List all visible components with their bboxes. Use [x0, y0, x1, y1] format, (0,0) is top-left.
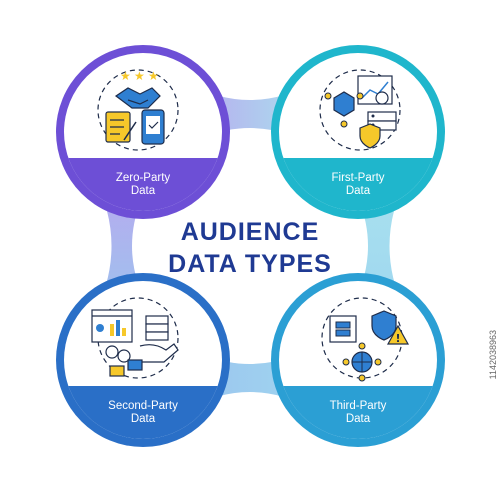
- svg-text:★: ★: [148, 69, 159, 83]
- zero-party-label-line1: Zero-Party: [115, 172, 171, 184]
- third-party-label: Third-Party Data: [288, 400, 428, 426]
- warning-icon: !: [386, 324, 410, 345]
- second-party-label-line1: Second-Party: [108, 400, 178, 412]
- diagram-title-line1: AUDIENCE: [180, 218, 320, 246]
- shield-icon: [359, 123, 381, 149]
- quadrant-third-party: !: [271, 273, 445, 447]
- diagram-title-line2: DATA TYPES: [168, 250, 332, 278]
- stock-watermark-id: 1142038963: [488, 330, 498, 380]
- server-icon: [145, 315, 169, 341]
- first-party-label-line2: Data: [345, 185, 371, 197]
- handshake-icon: [114, 87, 161, 109]
- stars-icon: ★ ★ ★: [120, 69, 159, 83]
- zero-party-label: Zero-Party Data: [73, 172, 213, 198]
- second-party-label: Second-Party Data: [73, 400, 213, 426]
- globe-network-icon: [342, 342, 382, 382]
- analytics-chart-icon: [357, 75, 393, 105]
- svg-text:★: ★: [120, 69, 131, 83]
- svg-text:!: !: [396, 332, 401, 345]
- zero-party-label-line2: Data: [130, 185, 156, 197]
- users-icon: [105, 345, 143, 377]
- first-party-label-line1: First-Party: [331, 172, 385, 184]
- second-party-label-line2: Data: [130, 413, 156, 425]
- third-party-label-line1: Third-Party: [329, 400, 387, 412]
- shield-icon: [371, 310, 397, 341]
- dashboard-icon: [91, 309, 133, 343]
- checklist-icon: [105, 111, 137, 143]
- quadrant-first-party: [271, 45, 445, 219]
- third-party-label-line2: Data: [345, 413, 371, 425]
- server-expand-icon: [329, 315, 357, 343]
- hand-icon: [139, 343, 179, 363]
- smartphone-icon: [141, 109, 165, 145]
- first-party-label: First-Party Data: [288, 172, 428, 198]
- network-cube-icon: [324, 91, 364, 128]
- svg-text:★: ★: [134, 69, 145, 83]
